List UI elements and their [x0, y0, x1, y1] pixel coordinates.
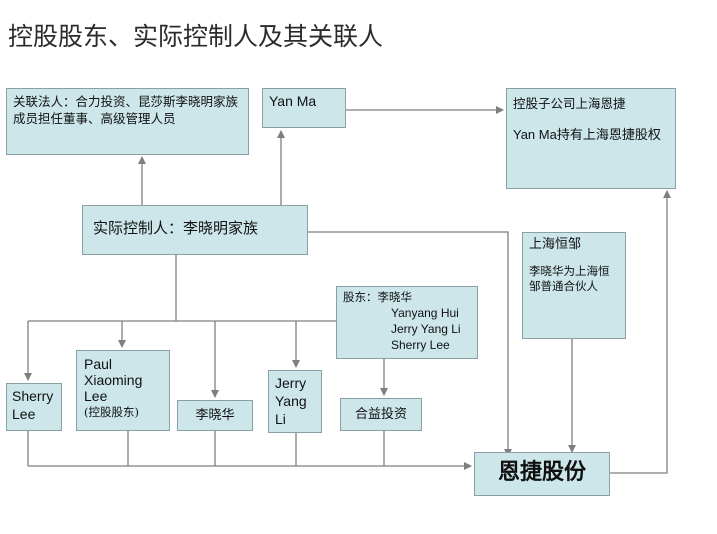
hengyong-title: 上海恒邹 — [529, 237, 582, 252]
related-persons-box: 关联法人：合力投资、昆莎斯李晓明家族成员担任董事、高级管理人员 — [6, 88, 249, 155]
sherry-lee-text: Sherry Lee — [12, 388, 54, 422]
yan-ma-text: Yan Ma — [269, 93, 317, 109]
li-xiaohua-box: 李晓华 — [177, 400, 253, 431]
paul-name: Paul Xiaoming Lee — [84, 356, 143, 404]
shareholder-name: Jerry Yang Li — [391, 322, 461, 336]
actual-controller-box: 实际控制人：李晓明家族 — [82, 205, 308, 255]
shanghai-hengyong-box: 上海恒邹 李晓华为上海恒邹普通合伙人 — [522, 232, 626, 339]
arrow-enjie-to-subsidiary — [610, 190, 671, 474]
li-xiaohua-text: 李晓华 — [195, 408, 235, 423]
related-persons-text: 关联法人：合力投资、昆莎斯李晓明家族成员担任董事、高级管理人员 — [13, 94, 239, 126]
heyi-box: 合益投资 — [340, 398, 422, 431]
hengyong-note: 李晓华为上海恒邹普通合伙人 — [529, 264, 610, 293]
subsidiary-box: 控股子公司上海恩捷 Yan Ma持有上海恩捷股权 — [506, 88, 676, 189]
arrow-controller-to-enjie — [308, 231, 512, 457]
paul-note: (控股股东) — [84, 405, 139, 419]
enjie-text: 恩捷股份 — [497, 460, 586, 485]
subsidiary-note: Yan Ma持有上海恩捷股权 — [513, 127, 661, 142]
page-title: 控股股东、实际控制人及其关联人 — [8, 22, 384, 51]
paul-box: Paul Xiaoming Lee (控股股东) — [76, 350, 170, 431]
sherry-lee-box: Sherry Lee — [6, 383, 62, 431]
subsidiary-title: 控股子公司上海恩捷 — [513, 96, 626, 111]
enjie-box: 恩捷股份 — [474, 452, 610, 496]
shareholder-name: Sherry Lee — [391, 338, 450, 352]
jerry-text: Jerry Yang Li — [275, 375, 307, 427]
jerry-box: Jerry Yang Li — [268, 370, 322, 433]
shareholders-box: 股东：李晓华 Yanyang Hui Jerry Yang Li Sherry … — [336, 286, 478, 359]
shareholders-label: 股东：李晓华 — [343, 290, 412, 304]
yan-ma-box: Yan Ma — [262, 88, 346, 128]
shareholder-name: Yanyang Hui — [391, 306, 459, 320]
actual-controller-text: 实际控制人：李晓明家族 — [93, 219, 259, 237]
heyi-text: 合益投资 — [354, 407, 407, 422]
